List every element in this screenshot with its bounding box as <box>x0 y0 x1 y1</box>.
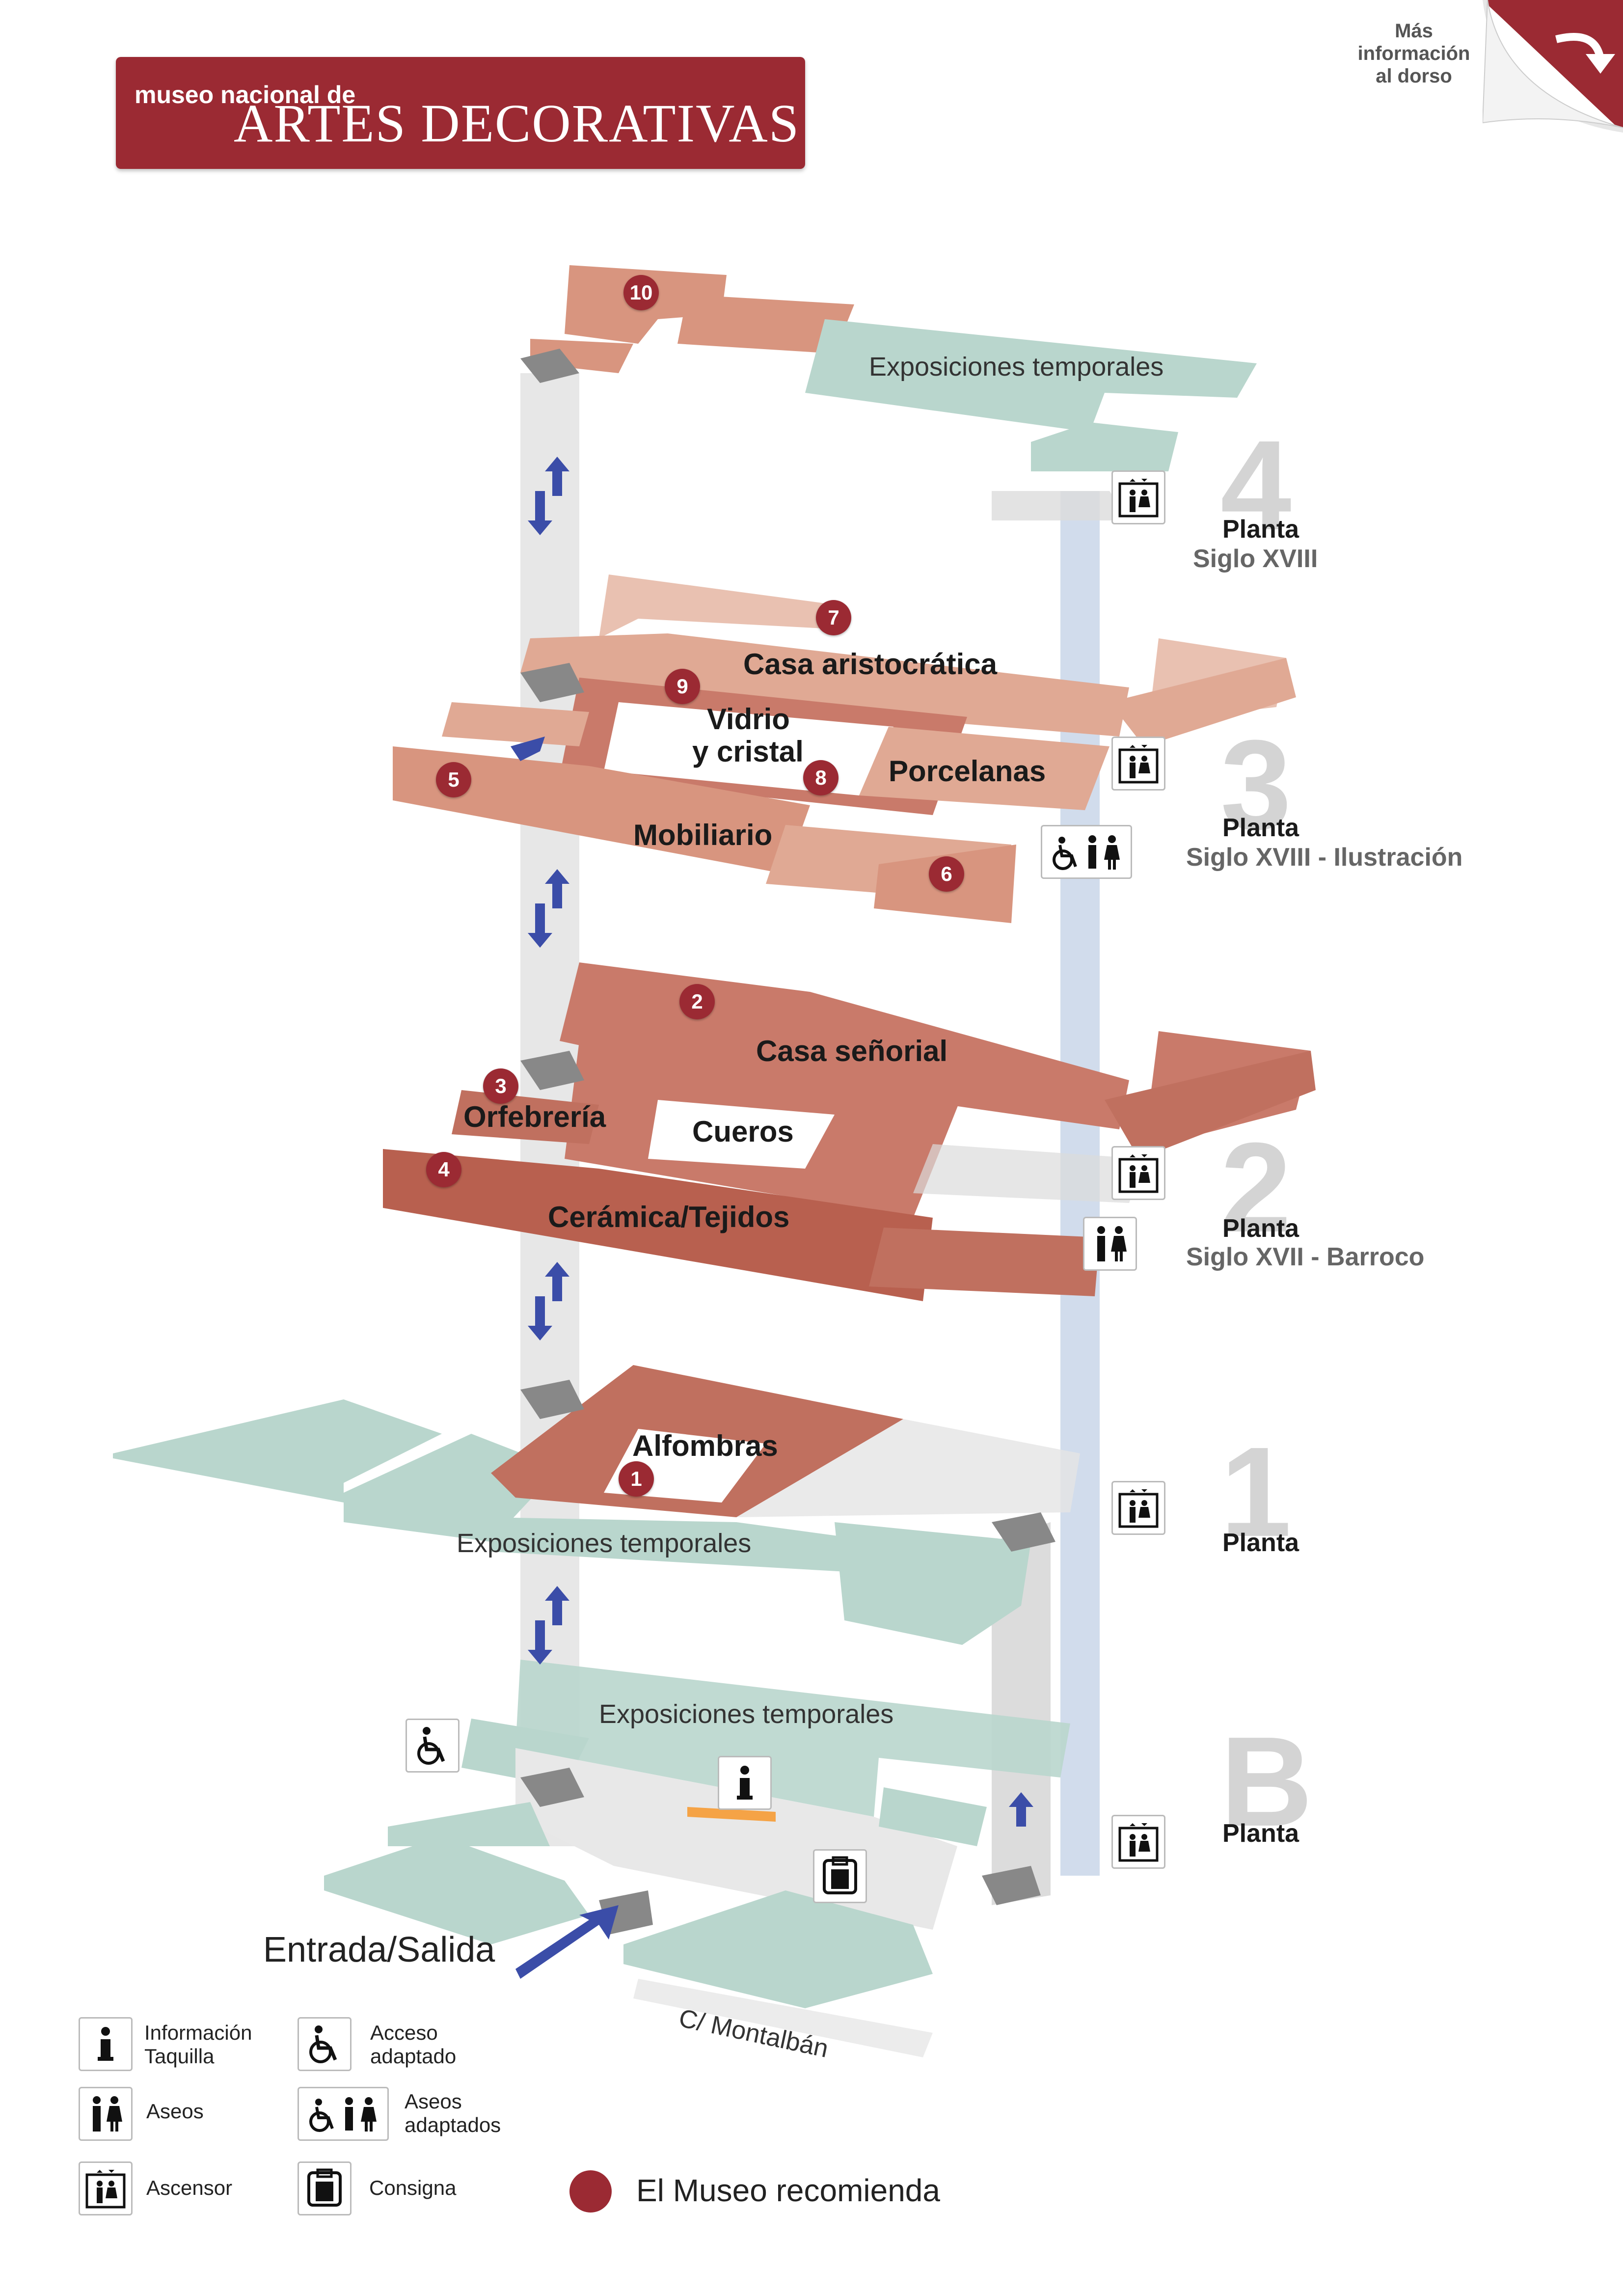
room-label-f1-temporales: Exposiciones temporales <box>457 1529 752 1558</box>
legend-adapted-toilets-line-2: adaptados <box>405 2113 501 2136</box>
exit-stair-shaft <box>992 1522 1051 1905</box>
legend-access-label: Acceso adaptado <box>370 2021 456 2068</box>
locker-icon[interactable] <box>813 1849 867 1903</box>
recommended-badge-9[interactable]: 9 <box>665 669 700 704</box>
wheelchair-icon[interactable] <box>406 1719 460 1773</box>
floor-4-planta: Planta <box>1222 515 1299 544</box>
room-label-porcelanas: Porcelanas <box>889 755 1046 788</box>
museum-logo: museo nacional de ARTES DECORATIVAS <box>116 57 805 169</box>
floor-b-planta: Planta <box>1222 1819 1299 1848</box>
recommended-badge-8[interactable]: 8 <box>803 760 839 795</box>
room-label-orfebreria: Orfebrería <box>463 1100 606 1133</box>
floor-number-3: 3 <box>1220 714 1292 856</box>
floor-2-planta: Planta <box>1222 1214 1299 1243</box>
legend-adapted-toilets-label: Aseos adaptados <box>405 2090 501 2137</box>
floor-1-rooms <box>113 1365 1080 1645</box>
more-info-line-3: al dorso <box>1376 65 1452 87</box>
adapted-toilets-icon[interactable] <box>1041 825 1132 879</box>
street-strip <box>633 1979 933 2057</box>
floor-4-period: Siglo XVIII <box>1193 545 1318 573</box>
recommended-badge-6[interactable]: 6 <box>929 856 964 892</box>
legend-locker-icon <box>298 2161 352 2215</box>
elevator-icon[interactable] <box>1111 1146 1165 1200</box>
elevator-icon[interactable] <box>1111 737 1165 791</box>
legend-locker-label: Consigna <box>369 2176 457 2199</box>
recommended-badge-7[interactable]: 7 <box>816 600 851 635</box>
legend-info-line-1: Información <box>144 2021 252 2044</box>
floor-2-period: Siglo XVII - Barroco <box>1186 1243 1425 1271</box>
floor-number-1: 1 <box>1220 1421 1292 1563</box>
stair-arrows <box>511 457 1033 1979</box>
toilets-icon[interactable] <box>1083 1217 1137 1271</box>
room-label-mobiliario: Mobiliario <box>633 819 773 851</box>
legend-access-line-1: Acceso <box>370 2021 438 2044</box>
floor-2-stairs <box>520 1051 584 1090</box>
room-label-fb-temporales: Exposiciones temporales <box>599 1699 894 1729</box>
recommended-badge-10[interactable]: 10 <box>623 275 659 310</box>
legend-adapted-toilets-line-1: Aseos <box>405 2090 462 2113</box>
page-curl-icon[interactable] <box>1483 0 1623 133</box>
legend-info-icon <box>79 2017 133 2071</box>
legend-info-line-2: Taquilla <box>144 2045 215 2068</box>
floor-3-period: Siglo XVIII - Ilustración <box>1186 843 1463 872</box>
entrance-label: Entrada/Salida <box>263 1930 495 1969</box>
floor-number-4: 4 <box>1220 414 1292 557</box>
more-info-line-1: Más <box>1395 20 1433 42</box>
floor-1-stairs <box>520 1380 1055 1552</box>
floor-4-stairs <box>520 349 579 383</box>
elevator-icon[interactable] <box>1111 470 1165 524</box>
legend-access-line-2: adaptado <box>370 2045 457 2068</box>
floor-1-planta: Planta <box>1222 1529 1299 1557</box>
legend-adapted-toilets-icon <box>298 2087 389 2141</box>
legend-toilets-icon <box>79 2087 133 2141</box>
legend-wheelchair-icon <box>298 2017 352 2071</box>
info-icon[interactable] <box>718 1756 772 1810</box>
floor-number-2: 2 <box>1220 1117 1292 1259</box>
more-info-note[interactable]: Más información al dorso <box>1345 20 1483 87</box>
recommended-badge-4[interactable]: 4 <box>426 1152 461 1187</box>
recommended-badge-3[interactable]: 3 <box>483 1068 518 1104</box>
room-label-cueros: Cueros <box>692 1115 794 1148</box>
legend-recommended-dot <box>569 2170 612 2213</box>
room-label-cristal: y cristal <box>692 735 804 768</box>
room-label-casa-senorial: Casa señorial <box>756 1035 948 1067</box>
logo-small-text: museo nacional de <box>135 81 356 109</box>
floor-3-planta: Planta <box>1222 814 1299 842</box>
room-label-vidrio: Vidrio <box>707 703 790 736</box>
recommended-badge-1[interactable]: 1 <box>619 1461 654 1497</box>
floor-b-stairs <box>520 1768 1041 1935</box>
logo-title: ARTES DECORATIVAS <box>234 93 800 153</box>
legend-toilets-label: Aseos <box>146 2100 204 2123</box>
room-label-ceramica-tejidos: Cerámica/Tejidos <box>548 1201 790 1233</box>
legend-recommended-label: El Museo recomienda <box>636 2173 940 2208</box>
legend-elevator-label: Ascensor <box>146 2176 233 2199</box>
recommended-badge-2[interactable]: 2 <box>679 984 715 1019</box>
legend-elevator-icon <box>79 2161 133 2215</box>
floor-number-b: B <box>1220 1711 1313 1853</box>
recommended-badge-5[interactable]: 5 <box>436 762 471 797</box>
legend-info-label: Información Taquilla <box>144 2021 252 2068</box>
floor-3-stairs <box>520 663 584 702</box>
room-label-alfombras: Alfombras <box>632 1429 778 1462</box>
room-label-f4-temporales: Exposiciones temporales <box>869 352 1164 382</box>
elevator-icon[interactable] <box>1111 1815 1165 1869</box>
room-label-casa-aristocratica: Casa aristocrática <box>743 648 997 681</box>
elevator-icon[interactable] <box>1111 1481 1165 1535</box>
more-info-line-2: información <box>1357 43 1470 64</box>
